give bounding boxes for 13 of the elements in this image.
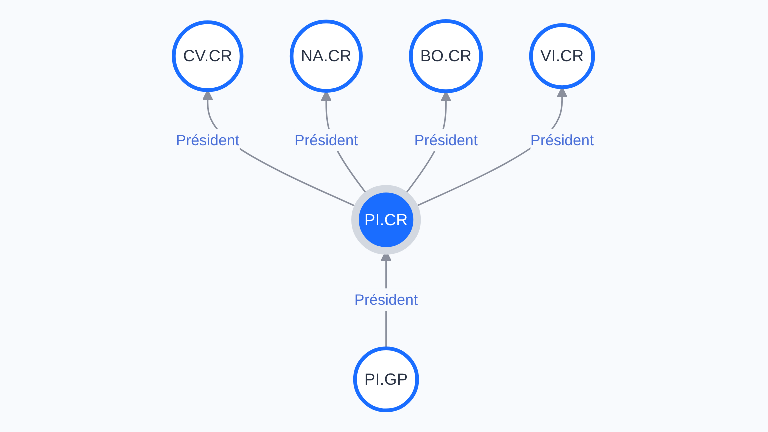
node-circle: BO.CR (409, 19, 484, 94)
edge-label: Président (414, 132, 478, 150)
arrow (414, 86, 568, 208)
edge-label: Président (294, 132, 358, 150)
node-circle: PI.CR (352, 185, 422, 255)
node-circle: PI.GP (353, 346, 420, 413)
node-circle: NA.CR (290, 20, 363, 93)
edge-label: Président (176, 132, 240, 150)
edge-label: Président (354, 291, 418, 309)
edge-label: Président (530, 132, 594, 150)
node-circle: CV.CR (172, 20, 244, 92)
arrow (202, 90, 358, 208)
node-circle: VI.CR (529, 24, 596, 90)
